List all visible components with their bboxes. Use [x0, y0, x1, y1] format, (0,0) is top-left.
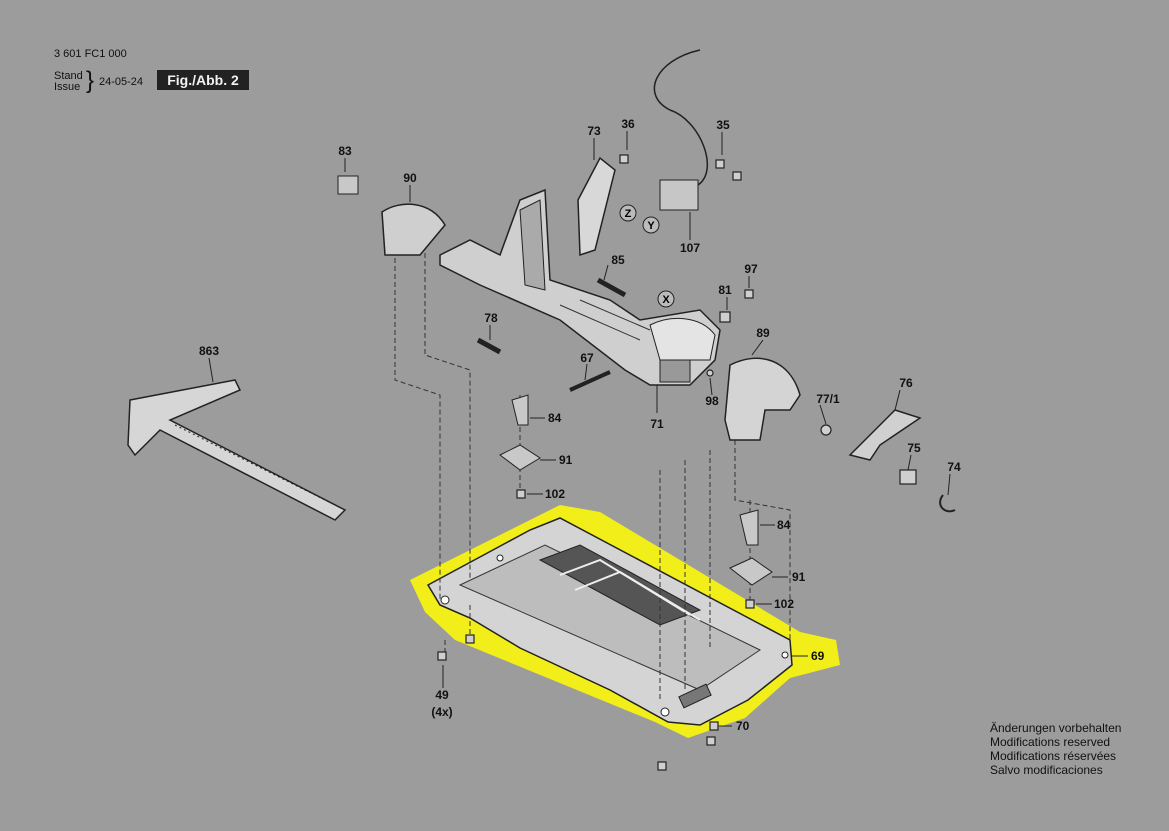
stand-label: Stand [54, 70, 83, 82]
part-label-69: 69 [811, 649, 825, 663]
part-label-70: 70 [736, 719, 750, 733]
part-label-863: 863 [199, 344, 219, 358]
part-863-rip-fence [127, 379, 347, 521]
axis-marker-y: Y [642, 216, 660, 234]
notice-line-es: Salvo modificaciones [990, 763, 1103, 777]
part-label-67: 67 [580, 351, 594, 365]
part-90-block [381, 203, 446, 256]
part-83-clip [337, 175, 359, 195]
part-label-78: 78 [484, 311, 498, 325]
part-label-71: 71 [650, 417, 664, 431]
leader-lines [208, 131, 951, 727]
part-label-102a: 102 [545, 487, 565, 501]
part-label-98: 98 [705, 394, 719, 408]
part-73-arc [577, 156, 616, 257]
part-label-76: 76 [899, 376, 913, 390]
part-label-91a: 91 [559, 453, 573, 467]
modifications-notice: Änderungen vorbehalten Modifications res… [990, 721, 1121, 777]
assembly-lines [394, 245, 791, 700]
part-label-102b: 102 [774, 597, 794, 611]
part-84a-knob [511, 394, 529, 426]
part-label-77-1: 77/1 [816, 392, 840, 406]
part-84b-knob [739, 509, 759, 546]
part-label-49: 49 [435, 688, 449, 702]
part-label-75: 75 [907, 441, 921, 455]
part-label-97: 97 [744, 262, 758, 276]
part-label-4x: (4x) [431, 705, 452, 719]
part-76-lever [848, 409, 922, 461]
part-label-81: 81 [718, 283, 732, 297]
axis-marker-z: Z [619, 204, 637, 222]
notice-line-de: Änderungen vorbehalten [990, 721, 1122, 735]
svg-text:Z: Z [625, 208, 632, 220]
part-label-84b: 84 [777, 518, 791, 532]
issue-date: 24-05-24 [99, 76, 144, 88]
part-label-74: 74 [947, 460, 961, 474]
part-labels: 83 90 73 36 35 107 85 97 81 78 89 863 67… [199, 117, 961, 733]
part-label-35: 35 [716, 118, 730, 132]
part-label-85: 85 [611, 253, 625, 267]
part-label-90: 90 [403, 171, 417, 185]
figure-badge: Fig./Abb. 2 [157, 70, 249, 90]
svg-text:Y: Y [647, 220, 655, 232]
part-label-107: 107 [680, 241, 700, 255]
part-74-clip [939, 494, 956, 513]
part-label-84a: 84 [548, 411, 562, 425]
upper-bracket [439, 188, 721, 386]
part-label-91b: 91 [792, 570, 806, 584]
switch-cable [653, 49, 709, 186]
part-label-36: 36 [621, 117, 635, 131]
part-91b-washer [729, 557, 773, 586]
part-label-73: 73 [587, 124, 601, 138]
part-label-83: 83 [338, 144, 352, 158]
axis-marker-x: X [657, 290, 675, 308]
part-107-switch [659, 179, 699, 211]
issue-label: Issue [54, 81, 81, 93]
part-label-89: 89 [756, 326, 770, 340]
brace-symbol: } [86, 67, 95, 94]
notice-line-fr: Modifications réservées [990, 749, 1117, 763]
part-78-bolt [476, 337, 502, 355]
notice-line-en: Modifications reserved [990, 735, 1111, 749]
part-89-cover [724, 357, 801, 441]
part-91a-washer [499, 444, 541, 471]
small-fasteners [437, 154, 917, 771]
part-85-bolt [596, 277, 627, 298]
part-number: 3 601 FC1 000 [54, 48, 127, 60]
svg-text:X: X [662, 294, 670, 306]
part-67-pin [569, 370, 611, 392]
